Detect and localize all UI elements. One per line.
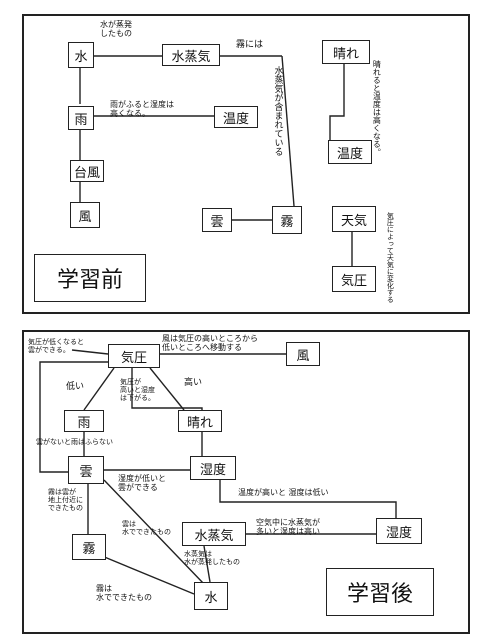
before-title: 学習前 xyxy=(34,254,146,302)
line-kiri-mizu xyxy=(101,555,195,595)
after-label-shitsudo-right: 温度が高いと 湿度は低い xyxy=(238,488,329,497)
after-node-shitsudo-right: 湿度 xyxy=(376,518,422,544)
before-node-kiatsu: 気圧 xyxy=(332,266,376,292)
after-connectors xyxy=(39,349,397,595)
after-node-suijouki: 水蒸気 xyxy=(182,522,246,546)
before-node-tenki: 天気 xyxy=(332,206,376,232)
before-label-mizu-suijouki: 水が蒸発 したもの xyxy=(100,20,132,39)
before-label-ame-ondo: 雨がふると湿度は 高くなる。 xyxy=(110,100,174,119)
after-node-kiri: 霧 xyxy=(72,534,106,560)
before-node-ondo-mid: 温度 xyxy=(214,106,258,128)
before-label-kiri-vertical: 水蒸気が含まれている xyxy=(272,66,283,156)
after-panel: 気圧が低くなると雲ができる。 気圧 風 雨 晴れ 雲 湿度 水蒸気 湿度 霧 水… xyxy=(22,330,470,634)
after-node-kiatsu: 気圧 xyxy=(108,344,160,368)
before-panel: 水 水蒸気 晴れ 雨 温度 台風 風 雲 霧 温度 天気 気圧 水が蒸発 したも… xyxy=(22,14,470,314)
before-node-ame: 雨 xyxy=(68,106,94,130)
before-node-mizu: 水 xyxy=(68,42,94,68)
line-to-kiri xyxy=(281,55,295,207)
after-node-mizu: 水 xyxy=(194,582,228,610)
after-node-kaze: 風 xyxy=(286,342,320,366)
before-node-kiri: 霧 xyxy=(272,206,302,234)
after-node-ame: 雨 xyxy=(64,410,104,432)
after-node-shitsudo-mid: 湿度 xyxy=(190,456,236,480)
before-node-kumo: 雲 xyxy=(202,208,232,232)
after-label-kiri-mizu: 霧は 水でできたもの xyxy=(96,584,152,603)
after-label-hikui: 低い xyxy=(66,382,85,392)
before-node-kaze: 風 xyxy=(70,202,100,228)
line-kumo-mizu xyxy=(103,479,205,585)
line-shitsudo-shitsudo xyxy=(219,480,397,518)
before-label-kiri-ni-wa: 霧には xyxy=(236,40,264,50)
before-node-ondo-right: 温度 xyxy=(328,140,372,164)
line-kiatsu-shitsudo xyxy=(131,368,203,456)
before-node-taifuu: 台風 xyxy=(70,160,104,182)
after-label-topleft: 気圧が低くなると雲ができる。 xyxy=(28,338,84,355)
line-hare-ondo xyxy=(329,64,345,140)
after-label-kiri-kumo: 霧は雲が 地上付近に できたもの xyxy=(48,488,83,513)
before-label-hare-vertical: 晴れると温度は高くなる。 xyxy=(372,60,382,156)
after-label-suijouki-mizu: 水蒸気は 水が蒸発したもの xyxy=(184,550,240,567)
after-label-takai: 高い xyxy=(184,378,203,388)
after-label-kumo-mizu: 雲は 水でできたもの xyxy=(122,520,171,537)
line-kiatsu-ame xyxy=(83,367,115,411)
after-label-ame-kumo: 雲がないと雨はふらない xyxy=(36,438,113,446)
after-label-kumo-shitsudo: 湿度が低いと 雲ができる xyxy=(118,474,166,493)
after-title: 学習後 xyxy=(326,568,434,616)
line-kiatsu-hare xyxy=(149,367,185,411)
before-label-tenki-vertical: 気圧によって天気に変化する xyxy=(386,212,395,303)
before-connectors xyxy=(79,55,353,266)
line-note-kiatsu xyxy=(71,349,109,355)
after-label-kiatsu-kaze: 風は気圧の高いところから 低いところへ移動する xyxy=(162,334,258,353)
after-label-suijouki-shitsudo: 空気中に水蒸気が 多いと湿度は高い xyxy=(256,518,320,537)
line-kiatsu-kumo xyxy=(39,361,108,473)
after-node-kumo: 雲 xyxy=(68,456,104,484)
after-node-hare: 晴れ xyxy=(178,410,222,432)
before-node-hare: 晴れ xyxy=(322,40,370,64)
before-node-suijouki: 水蒸気 xyxy=(162,44,220,66)
line-suijouki-mizu xyxy=(203,545,211,583)
after-label-kiatsu-mid: 気圧が 高いと湿度 は下がる。 xyxy=(120,378,155,403)
